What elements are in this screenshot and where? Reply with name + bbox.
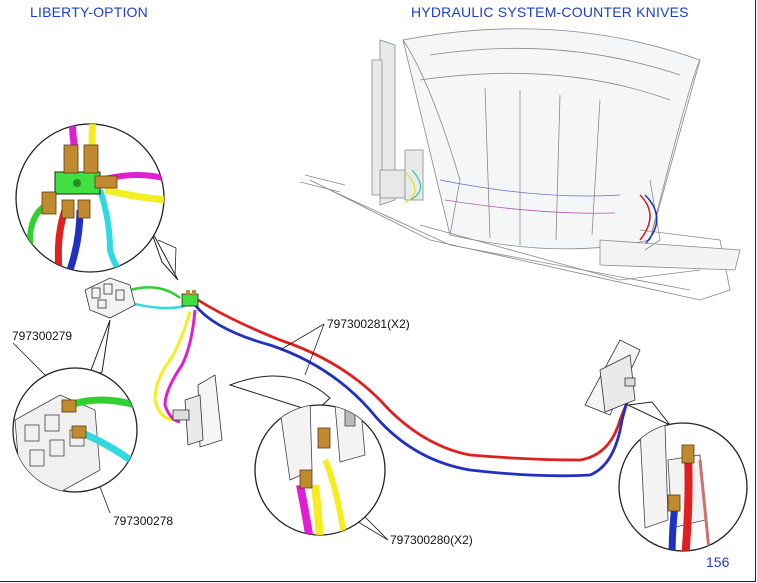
- liberty-option-title: LIBERTY-OPTION: [30, 4, 148, 20]
- part-number-cylinder-fittings: 797300280(X2): [390, 533, 473, 547]
- control-valve: [84, 277, 136, 319]
- detail-callout-right-cylinder: [618, 401, 748, 552]
- detail-callout-cylinder-fittings: [228, 375, 386, 536]
- right-cylinder-mount: [584, 339, 641, 416]
- detail-callout-valve-fittings: [12, 319, 138, 493]
- left-cylinder-mount: [172, 374, 223, 448]
- part-number-fitting-lower: 797300278: [113, 514, 174, 528]
- detail-callout-junction: [15, 123, 179, 281]
- part-number-hoses: 797300281(X2): [327, 317, 410, 331]
- junction-block: [181, 290, 199, 307]
- hydraulic-system-title: HYDRAULIC SYSTEM-COUNTER KNIVES: [411, 4, 689, 20]
- mixer-tub: [299, 28, 741, 301]
- part-number-fitting-upper: 797300279: [12, 329, 73, 343]
- main-hoses: [119, 286, 632, 478]
- page-number: 156: [706, 554, 730, 570]
